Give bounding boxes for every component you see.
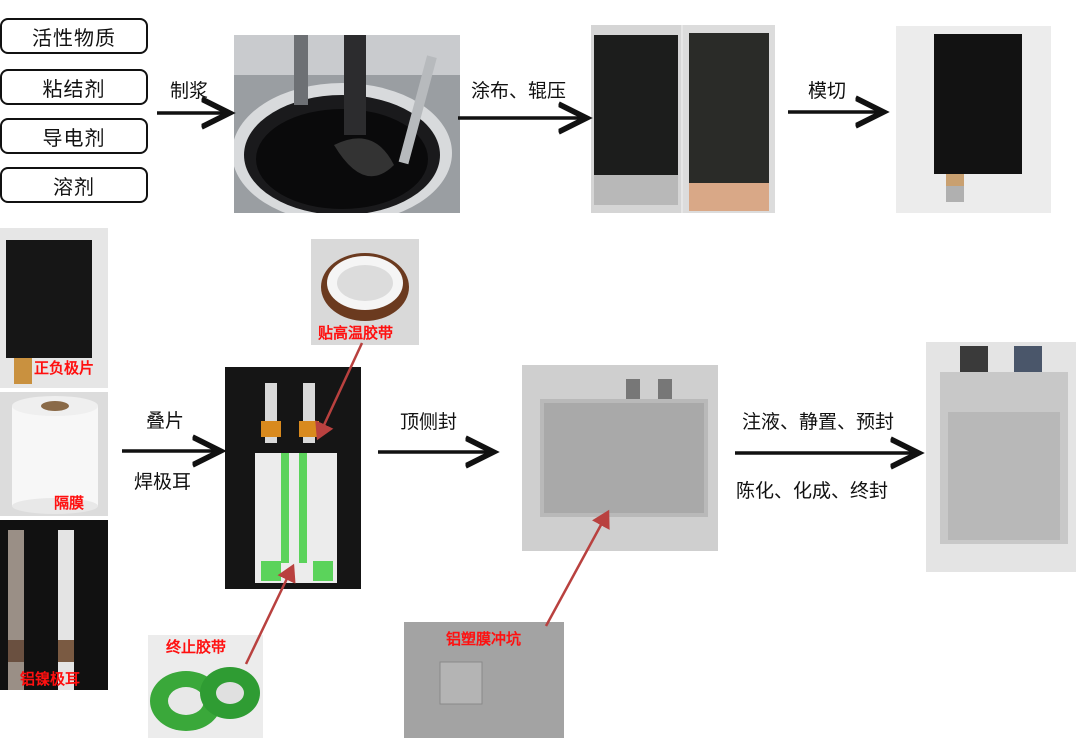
pouch-cup-photo bbox=[404, 622, 564, 738]
tabs-photo bbox=[0, 520, 108, 690]
separator-roll-photo bbox=[0, 392, 108, 516]
step-stacking-label: 叠片 bbox=[146, 410, 185, 432]
separator-label: 隔膜 bbox=[54, 494, 85, 512]
pointer-stop-tape bbox=[244, 563, 296, 665]
material-active: 活性物质 bbox=[0, 18, 148, 54]
sealed-cell-photo bbox=[522, 365, 718, 551]
pouch-cup-label: 铝塑膜冲坑 bbox=[446, 630, 522, 648]
electrodes-label: 正负极片 bbox=[34, 359, 95, 377]
step-top-side-seal-label: 顶侧封 bbox=[400, 411, 458, 433]
step-welding-label: 焊极耳 bbox=[134, 471, 192, 493]
step-inject-label-2: 陈化、化成、终封 bbox=[736, 480, 889, 502]
finished-cell-photo bbox=[926, 342, 1076, 572]
material-binder: 粘结剂 bbox=[0, 69, 148, 105]
stop-tape-photo bbox=[148, 635, 263, 738]
stacked-cell-photo bbox=[225, 367, 361, 589]
pointer-hitemp-tape bbox=[315, 342, 364, 441]
diecut-electrode-photo bbox=[896, 26, 1051, 213]
material-conductive: 导电剂 bbox=[0, 118, 148, 154]
step-cutting-label: 模切 bbox=[808, 80, 847, 102]
mixer-photo bbox=[234, 35, 460, 213]
step-coating-label: 涂布、辊压 bbox=[471, 80, 567, 102]
stop-tape-label: 终止胶带 bbox=[166, 638, 227, 656]
coated-foils-photo bbox=[591, 25, 775, 213]
hitemp-tape-photo bbox=[311, 239, 419, 345]
electrode-sheet-photo bbox=[0, 228, 108, 388]
hitemp-tape-label: 贴高温胶带 bbox=[318, 324, 394, 342]
step-inject-label-1: 注液、静置、预封 bbox=[742, 411, 895, 433]
tabs-label: 铝镍极耳 bbox=[20, 670, 81, 688]
material-solvent: 溶剂 bbox=[0, 167, 148, 203]
step-slurry-label: 制浆 bbox=[170, 80, 209, 102]
pointer-pouch-cup bbox=[544, 509, 610, 627]
